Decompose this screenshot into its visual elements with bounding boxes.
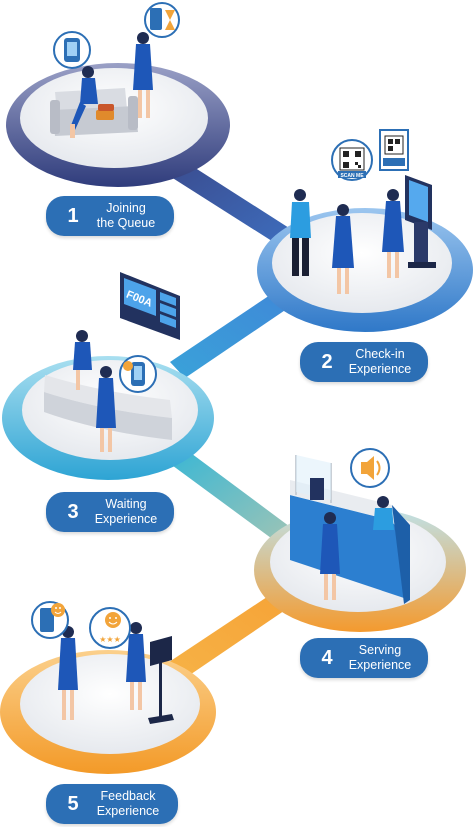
feedback-terminal [148,636,174,724]
feedback-customer-1 [58,626,78,720]
stage-3-scene: F00A [44,272,180,452]
notification-bell-icon [119,355,157,393]
step-1-number: 1 [67,204,79,227]
phone-queue-icon [53,31,91,69]
smiley-rating-icon [31,601,69,639]
step-2-title-line1: Check-in [355,347,405,361]
waiting-customer-standing [96,366,116,452]
standing-customer-1 [133,32,153,118]
step-4-title-line2: Experience [348,658,412,672]
qr-code-poster [379,129,409,171]
step-3-number: 3 [67,500,79,523]
seated-customer [70,66,98,138]
stage-2-scene: SCAN ME [290,129,436,294]
served-customer [320,512,340,600]
svg-text:★★★: ★★★ [99,635,121,644]
waiting-customer-seated [73,330,92,390]
queue-display-screen [120,272,180,340]
step-1-title-line2: the Queue [96,216,156,230]
stage-2-platform [257,208,473,332]
customer-at-check-in [332,204,354,294]
hourglass-icon [144,2,180,38]
step-5-title-line2: Experience [96,804,160,818]
path-1-2 [160,155,300,250]
qr-code-icon [331,139,373,181]
path-3-4 [165,445,305,552]
path-4-5 [160,585,300,685]
star-rating-icon: ★★★ [89,607,131,649]
step-2-title-line2: Experience [348,362,412,376]
feedback-customer-2 [126,622,146,710]
step-5-number: 5 [67,792,79,815]
customer-at-kiosk [382,189,404,278]
stage-5-scene: ★★★ [31,601,174,724]
teller [373,496,394,530]
step-5-title-line1: Feedback [100,789,156,803]
stage-1-scene [50,2,180,138]
staff-member [290,189,311,276]
speaker-icon [350,448,390,488]
step-3-title-line1: Waiting [105,497,147,511]
counter-monitor [310,478,324,500]
stage-4-scene [290,448,410,604]
scan-me-badge: SCAN ME [340,173,364,179]
stage-5-platform [0,650,216,774]
check-in-kiosk [405,175,436,268]
step-4-title-line1: Serving [358,643,402,657]
path-2-3 [170,285,300,378]
step-4-number: 4 [321,646,333,669]
step-2-number: 2 [321,350,333,373]
step-3-title-line2: Experience [94,512,158,526]
step-1-title-line1: Joining [106,201,146,215]
